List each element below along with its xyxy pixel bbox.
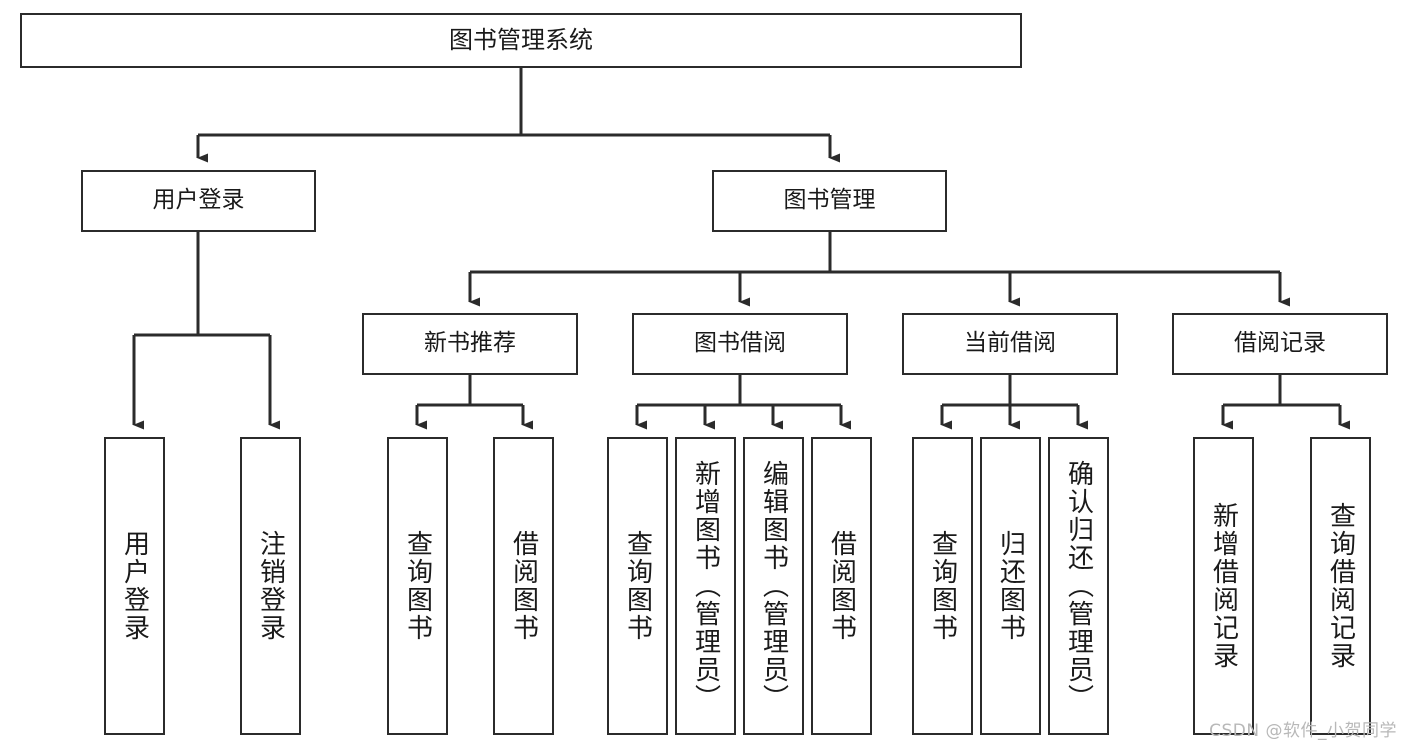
node-book-management-label: 图书管理 — [783, 187, 876, 214]
leaf-borrow-book-recommend[interactable]: 借阅图书 — [493, 437, 554, 735]
node-new-book-recommend-label: 新书推荐 — [424, 330, 516, 357]
leaf-borrow-book-recommend-label: 借阅图书 — [508, 530, 539, 642]
leaf-query-book-recommend-label: 查询图书 — [402, 530, 433, 642]
leaf-query-book-current[interactable]: 查询图书 — [912, 437, 973, 735]
leaf-borrow-book-label: 借阅图书 — [826, 530, 857, 642]
leaf-return-book-label: 归还图书 — [995, 530, 1026, 642]
node-user-login-label: 用户登录 — [152, 187, 245, 214]
watermark-text: CSDN @软件_小贺同学 — [1209, 721, 1397, 741]
leaf-add-borrow-record[interactable]: 新增借阅记录 — [1193, 437, 1254, 735]
leaf-query-borrow-record-label: 查询借阅记录 — [1325, 502, 1356, 670]
node-book-borrow[interactable]: 图书借阅 — [632, 313, 848, 375]
leaf-add-book-admin[interactable]: 新增图书（管理员） — [675, 437, 736, 735]
node-root[interactable]: 图书管理系统 — [20, 13, 1022, 68]
leaf-query-book-current-label: 查询图书 — [927, 530, 958, 642]
leaf-user-login-label: 用户登录 — [119, 530, 150, 642]
leaf-borrow-book[interactable]: 借阅图书 — [811, 437, 872, 735]
leaf-user-login[interactable]: 用户登录 — [104, 437, 165, 735]
leaf-query-book-borrow[interactable]: 查询图书 — [607, 437, 668, 735]
node-user-login[interactable]: 用户登录 — [81, 170, 316, 232]
node-new-book-recommend[interactable]: 新书推荐 — [362, 313, 578, 375]
node-current-borrow[interactable]: 当前借阅 — [902, 313, 1118, 375]
node-borrow-record[interactable]: 借阅记录 — [1172, 313, 1388, 375]
leaf-edit-book-admin-label: 编辑图书（管理员） — [758, 460, 789, 712]
leaf-add-book-admin-label: 新增图书（管理员） — [690, 460, 721, 712]
node-root-label: 图书管理系统 — [449, 26, 593, 55]
leaf-logout[interactable]: 注销登录 — [240, 437, 301, 735]
leaf-return-book[interactable]: 归还图书 — [980, 437, 1041, 735]
leaf-query-book-borrow-label: 查询图书 — [622, 530, 653, 642]
node-book-borrow-label: 图书借阅 — [694, 330, 786, 357]
node-book-management[interactable]: 图书管理 — [712, 170, 947, 232]
leaf-add-borrow-record-label: 新增借阅记录 — [1208, 502, 1239, 670]
leaf-logout-label: 注销登录 — [255, 530, 286, 642]
leaf-edit-book-admin[interactable]: 编辑图书（管理员） — [743, 437, 804, 735]
node-current-borrow-label: 当前借阅 — [964, 330, 1056, 357]
leaf-confirm-return-admin-label: 确认归还（管理员） — [1063, 460, 1094, 712]
leaf-query-borrow-record[interactable]: 查询借阅记录 — [1310, 437, 1371, 735]
leaf-confirm-return-admin[interactable]: 确认归还（管理员） — [1048, 437, 1109, 735]
leaf-query-book-recommend[interactable]: 查询图书 — [387, 437, 448, 735]
node-borrow-record-label: 借阅记录 — [1234, 330, 1326, 357]
